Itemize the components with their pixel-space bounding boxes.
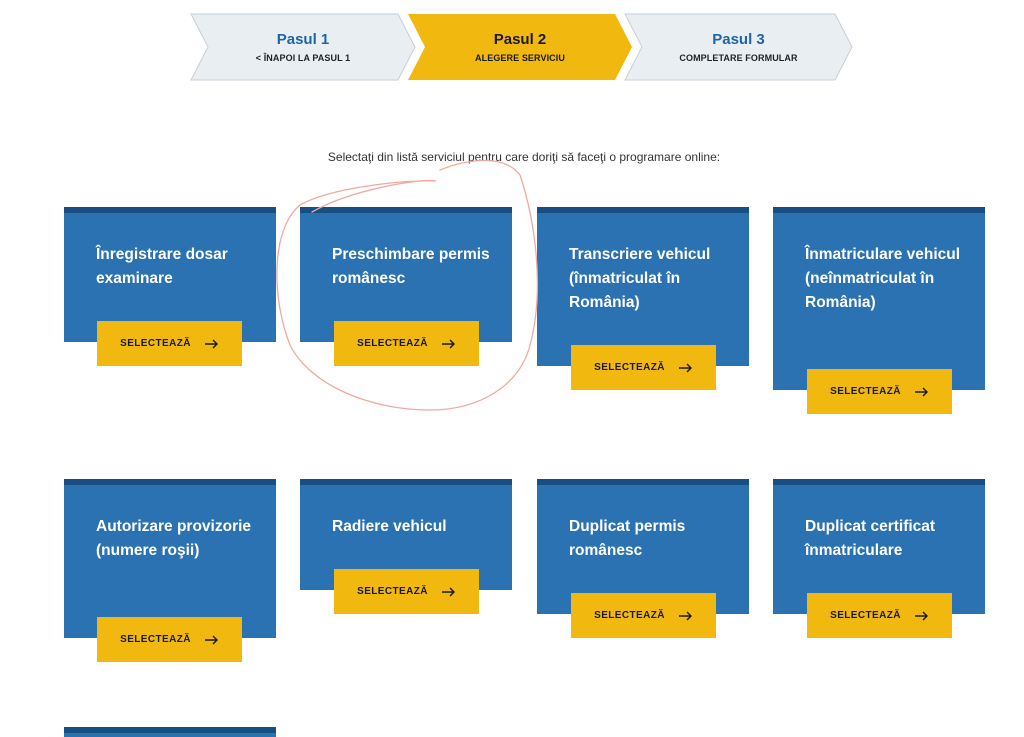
service-label: Transcriere vehicul (înmatriculat în Rom… — [569, 246, 711, 311]
stepper-shapes — [190, 13, 853, 81]
step-3-shape — [624, 13, 853, 81]
arrow-right-icon — [441, 339, 455, 348]
service-card-autorizare-provizorie: Autorizare provizorie (numere roşii) — [64, 479, 276, 638]
select-button-autorizare-provizorie[interactable]: SELECTEAZĂ — [97, 617, 242, 662]
step-3-title: Pasul 3 — [712, 30, 765, 48]
select-button-label: SELECTEAZĂ — [830, 386, 901, 397]
select-button-label: SELECTEAZĂ — [357, 586, 428, 597]
select-button-inmatriculare-vehicul[interactable]: SELECTEAZĂ — [807, 369, 952, 414]
select-button-label: SELECTEAZĂ — [120, 634, 191, 645]
step-2-current: Pasul 2 ALEGERE SERVICIU — [425, 13, 615, 81]
select-button-radiere-vehicul[interactable]: SELECTEAZĂ — [334, 569, 479, 614]
arrow-right-icon — [914, 611, 928, 620]
service-card-duplicat-permis: Duplicat permis românesc — [537, 479, 749, 614]
arrow-right-icon — [914, 387, 928, 396]
service-card-transcriere-vehicul: Transcriere vehicul (înmatriculat în Rom… — [537, 207, 749, 366]
arrow-right-icon — [204, 339, 218, 348]
arrow-right-icon — [441, 587, 455, 596]
step-2-shape — [408, 14, 632, 80]
service-label: Preschimbare permis românesc — [332, 246, 490, 287]
step-1-link[interactable]: Pasul 1 < ÎNAPOI LA PASUL 1 — [208, 13, 398, 81]
step-2-subtitle: ALEGERE SERVICIU — [475, 52, 565, 63]
select-button-label: SELECTEAZĂ — [594, 610, 665, 621]
service-label: Autorizare provizorie (numere roşii) — [96, 518, 252, 559]
select-button-inregistrare-dosar[interactable]: SELECTEAZĂ — [97, 321, 242, 366]
step-1-shape — [190, 13, 416, 81]
step-1-back-link[interactable]: < ÎNAPOI LA PASUL 1 — [255, 52, 351, 63]
select-button-label: SELECTEAZĂ — [120, 338, 191, 349]
step-1-title: Pasul 1 — [276, 30, 330, 48]
progress-stepper: Pasul 1 < ÎNAPOI LA PASUL 1 Pasul 2 ALEG… — [190, 13, 855, 81]
service-label: Duplicat permis românesc — [569, 518, 686, 559]
step-3: Pasul 3 COMPLETARE FORMULAR — [642, 13, 835, 81]
select-button-duplicat-permis[interactable]: SELECTEAZĂ — [571, 593, 716, 638]
arrow-right-icon — [204, 635, 218, 644]
arrow-right-icon — [678, 611, 692, 620]
service-card-inmatriculare-vehicul: Înmatriculare vehicul (neînmatriculat în… — [773, 207, 985, 390]
service-card-duplicat-certificat: Duplicat certificat înmatriculare — [773, 479, 985, 614]
service-label: Înmatriculare vehicul (neînmatriculat în… — [805, 246, 961, 311]
service-label: Înregistrare dosar examinare — [96, 246, 228, 287]
service-label: Radiere vehicul — [332, 518, 447, 535]
select-button-label: SELECTEAZĂ — [830, 610, 901, 621]
step-3-subtitle: COMPLETARE FORMULAR — [679, 52, 798, 63]
select-button-preschimbare-permis[interactable]: SELECTEAZĂ — [334, 321, 479, 366]
service-card-partial — [64, 727, 276, 737]
step-2-title: Pasul 2 — [493, 30, 547, 48]
select-button-duplicat-certificat[interactable]: SELECTEAZĂ — [807, 593, 952, 638]
service-label: Duplicat certificat înmatriculare — [805, 518, 936, 559]
arrow-right-icon — [678, 363, 692, 372]
select-button-transcriere-vehicul[interactable]: SELECTEAZĂ — [571, 345, 716, 390]
select-button-label: SELECTEAZĂ — [357, 338, 428, 349]
service-card-inregistrare-dosar: Înregistrare dosar examinare — [64, 207, 276, 342]
instruction-text: Selectaţi din listă serviciul pentru car… — [327, 150, 721, 164]
select-button-label: SELECTEAZĂ — [594, 362, 665, 373]
